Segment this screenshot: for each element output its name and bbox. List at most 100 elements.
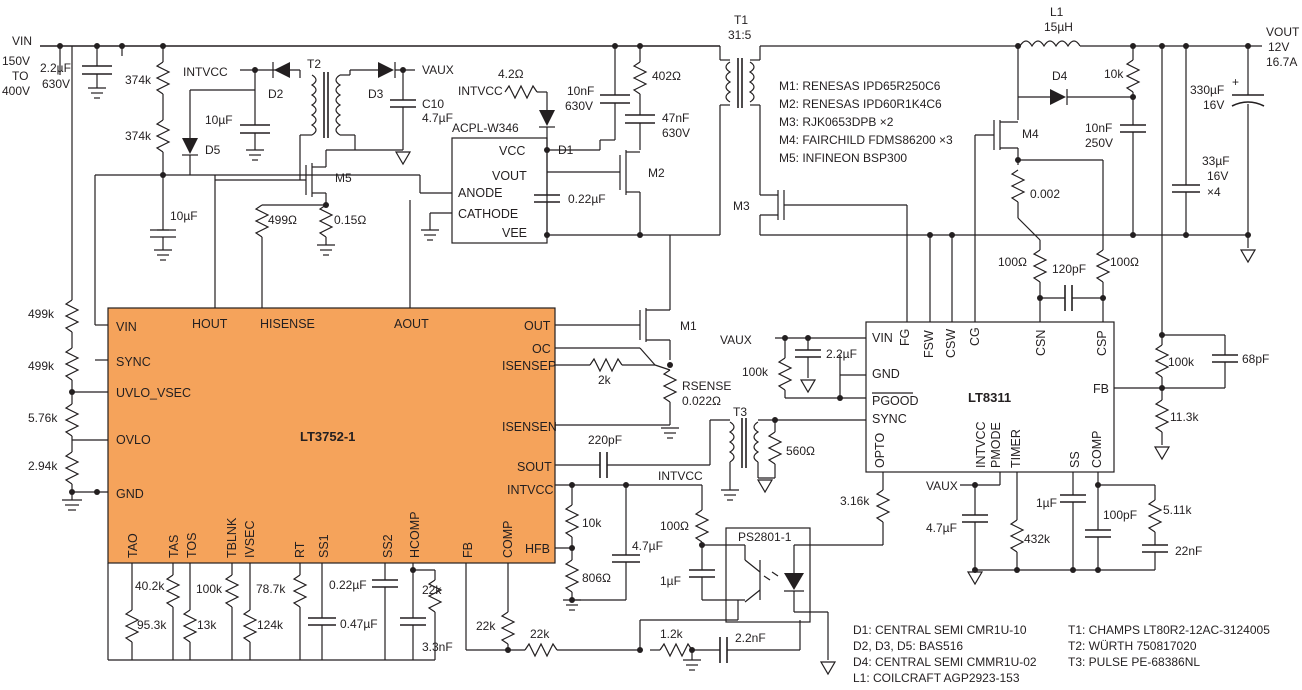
lt8311-pin-sync: SYNC <box>872 412 907 426</box>
r-511k: 5.11k <box>1163 503 1192 517</box>
t2-label: T2 <box>307 57 321 71</box>
c-120p: 120pF <box>1052 262 1086 276</box>
r-316k: 3.16k <box>840 494 870 508</box>
acpl-pin-vee: VEE <box>502 226 527 240</box>
parts-left-1: D1: CENTRAL SEMI CMR1U-10 <box>853 623 1027 637</box>
pin-tos: TOS <box>185 533 199 558</box>
d1-label: D1 <box>558 143 574 157</box>
pin-rt: RT <box>293 541 307 558</box>
rsense-name: RSENSE <box>682 379 731 393</box>
c-330u-value: 330µF <box>1190 83 1224 97</box>
r-499k-a: 499k <box>28 307 55 321</box>
pin-sync: SYNC <box>116 355 151 369</box>
r-100-opto: 100Ω <box>660 519 689 533</box>
r-374k-a: 374k <box>125 73 152 87</box>
r-100-a: 100Ω <box>998 255 1027 269</box>
lt8311-pin-pgood: PGOOD <box>872 394 919 408</box>
parts-right-3: T3: PULSE PE-68386NL <box>1068 655 1200 669</box>
c-47u-right: 4.7µF <box>632 539 663 553</box>
c-047u: 0.47µF <box>340 617 378 631</box>
c-22u-vaux: 2.2µF <box>826 347 857 361</box>
m4-label: M4 <box>1022 127 1039 141</box>
vin-range-3: 400V <box>2 84 30 98</box>
mosfet-line-4: M4: FAIRCHILD FDMS86200 ×3 <box>779 133 953 147</box>
pin-ss2: SS2 <box>381 534 395 558</box>
c-68p: 68pF <box>1242 352 1269 366</box>
d2-label: D2 <box>268 87 284 101</box>
d3-label: D3 <box>368 87 384 101</box>
acpl-pin-cathode: CATHODE <box>458 207 518 221</box>
vaux-label-top: VAUX <box>422 63 454 77</box>
vaux-label-bottom: VAUX <box>926 479 958 493</box>
c-47n-voltage: 630V <box>662 126 690 140</box>
pin-vin: VIN <box>116 320 137 334</box>
d3-diode-icon <box>378 62 394 78</box>
vin-range-2: TO <box>12 69 28 83</box>
lt8311-pin-csw: CSW <box>944 329 958 358</box>
parts-left-2: D2, D3, D5: BAS516 <box>853 639 963 653</box>
r-499k-b: 499k <box>28 359 55 373</box>
intvcc-label-top: INTVCC <box>183 65 228 79</box>
vout-current: 16.7A <box>1266 55 1297 69</box>
t3-label: T3 <box>733 405 747 419</box>
acpl-pin-vout: VOUT <box>492 169 527 183</box>
r-22k-fb: 22k <box>476 619 496 633</box>
d5-label: D5 <box>205 143 221 157</box>
pin-hcomp: HCOMP <box>408 511 422 558</box>
pin-isensep: ISENSEP <box>502 359 556 373</box>
vout-voltage: 12V <box>1268 40 1289 54</box>
intvcc-label-right: INTVCC <box>658 469 703 483</box>
lt8311-pin-fb: FB <box>1093 382 1109 396</box>
r-100k-fb: 100k <box>1168 355 1195 369</box>
r-499-ohm: 499Ω <box>268 213 297 227</box>
mosfet-line-3: M3: RJK0653DPB ×2 <box>779 115 894 129</box>
r-2k: 2k <box>598 373 612 387</box>
t1-label: T1 <box>734 13 748 27</box>
c-10n-voltage: 630V <box>565 99 593 113</box>
lt8311-chip-body <box>865 321 1115 473</box>
parts-right-1: T1: CHAMPS LT80R2-12AC-3124005 <box>1068 623 1270 637</box>
junction-dots <box>57 43 1251 653</box>
pin-aout: AOUT <box>394 317 429 331</box>
acpl-label: ACPL-W346 <box>452 121 519 135</box>
lt8311-pin-vin: VIN <box>872 331 893 345</box>
acpl-pin-anode: ANODE <box>458 186 502 200</box>
vin-range-1: 150V <box>2 54 30 68</box>
pin-tas: TAS <box>167 535 181 558</box>
c-33u-voltage: 16V <box>1207 169 1228 183</box>
m2-label: M2 <box>648 166 665 180</box>
pin-sout: SOUT <box>517 460 552 474</box>
pin-out: OUT <box>524 319 551 333</box>
output-labels: VOUT 12V 16.7A <box>1266 25 1300 69</box>
lt8311-pin-cg: CG <box>968 327 982 346</box>
acpl-body <box>451 137 548 244</box>
r-22k-b: 22k <box>530 627 550 641</box>
lt8311-pin-timer: TIMER <box>1009 429 1023 468</box>
r-42-ohm: 4.2Ω <box>498 67 524 81</box>
l1-value: 15µH <box>1044 20 1073 34</box>
c-022u-ss: 0.22µF <box>329 578 367 592</box>
wiring <box>40 40 1265 676</box>
vout-label: VOUT <box>1266 25 1300 39</box>
pin-tao: TAO <box>126 533 140 558</box>
acpl-pin-vcc: VCC <box>499 144 525 158</box>
l1-label: L1 <box>1050 5 1064 19</box>
lt8311-pin-intvcc: INTVCC <box>974 421 988 468</box>
pin-ss1: SS1 <box>317 534 331 558</box>
c-10n-250-val: 10nF <box>1085 121 1112 135</box>
pin-intvcc: INTVCC <box>507 483 554 497</box>
pin-gnd: GND <box>116 487 144 501</box>
parts-left-4: L1: COILCRAFT AGP2923-153 <box>853 671 1020 685</box>
r-294k: 2.94k <box>28 459 58 473</box>
r-113k: 11.3k <box>1170 410 1199 424</box>
c-10u-b: 10µF <box>170 209 198 223</box>
c10-label: C10 <box>422 97 444 111</box>
r-100k-vaux: 100k <box>742 365 769 379</box>
ps2801-label: PS2801-1 <box>738 530 792 544</box>
c-100p: 100pF <box>1103 508 1137 522</box>
pin-fb: FB <box>461 542 475 558</box>
r-22k-hcomp: 22k <box>422 583 442 597</box>
vaux-label-lt8311: VAUX <box>720 333 752 347</box>
